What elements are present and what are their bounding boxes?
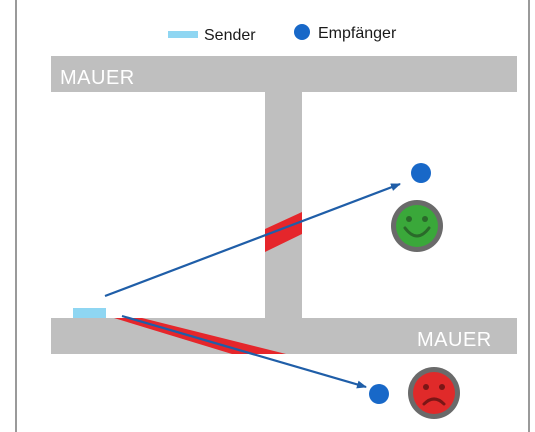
signal-arrow-lower [121,314,367,389]
top-wall-label: MAUER [60,67,135,89]
legend-sender-label: Sender [204,27,256,44]
receiver-bottom [369,384,389,404]
top-wall [51,56,517,92]
legend-receiver-dot [294,24,310,40]
signal-arrow-upper [104,182,401,298]
vertical-wall [265,92,302,318]
attenuation-zone-vertical-wall [265,212,302,252]
sender [73,308,106,318]
legend-receiver-label: Empfänger [318,25,397,42]
receiver-top [411,163,431,183]
happy-face-icon [391,200,443,252]
sad-face-icon [408,367,460,419]
diagram-frame [15,0,530,432]
bottom-wall-label: MAUER [417,329,492,351]
legend-sender-swatch [168,31,198,38]
bottom-wall [51,318,517,354]
